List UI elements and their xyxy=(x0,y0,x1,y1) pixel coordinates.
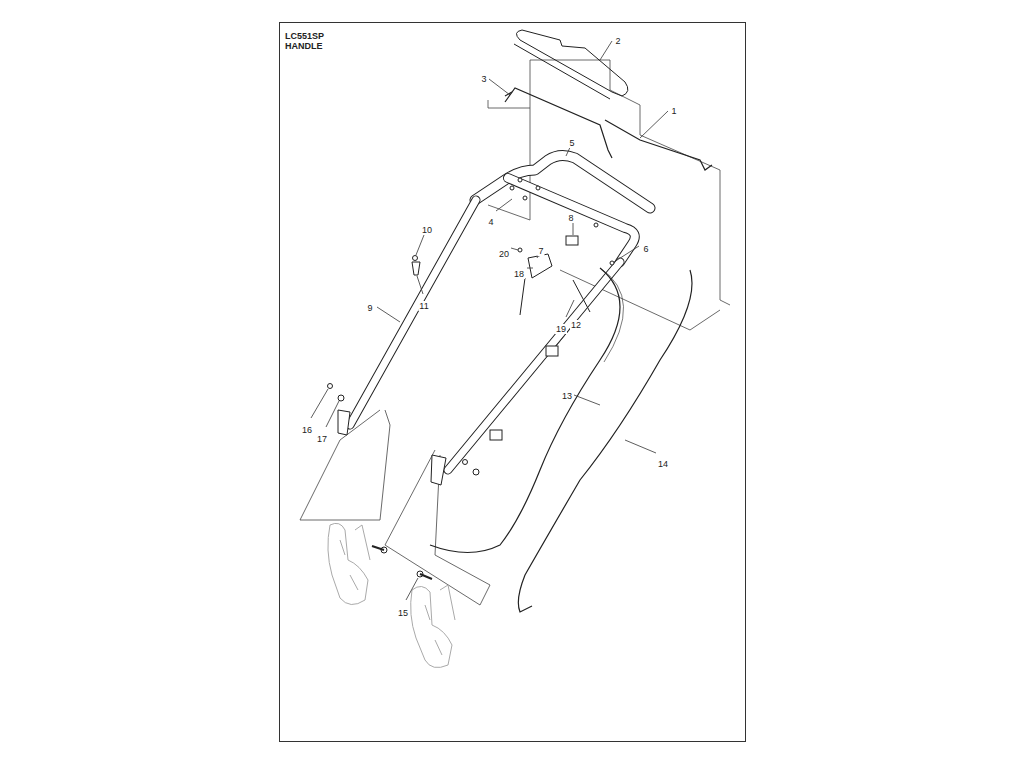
callout-number: 10 xyxy=(421,225,433,235)
callout-number: 19 xyxy=(555,324,567,334)
callout-number: 13 xyxy=(561,391,573,401)
callout-number: 14 xyxy=(657,459,669,469)
callout-number: 9 xyxy=(366,303,373,313)
callout-number: 7 xyxy=(537,246,544,256)
callout-number: 3 xyxy=(480,74,487,84)
callout-number: 2 xyxy=(614,36,621,46)
callout-number: 4 xyxy=(487,217,494,227)
diagram-title: LC551SP HANDLE xyxy=(285,31,335,51)
callout-number: 8 xyxy=(567,213,574,223)
callout-number: 11 xyxy=(418,301,429,311)
callout-number: 16 xyxy=(301,425,313,435)
callout-number: 1 xyxy=(670,106,677,116)
callout-number: 12 xyxy=(570,320,582,330)
callout-number: 17 xyxy=(316,434,328,444)
callout-number: 5 xyxy=(568,138,575,148)
callout-number: 6 xyxy=(642,244,649,254)
callout-number: 20 xyxy=(498,249,510,259)
callout-number: 15 xyxy=(397,608,409,618)
callout-number: 18 xyxy=(513,269,525,279)
